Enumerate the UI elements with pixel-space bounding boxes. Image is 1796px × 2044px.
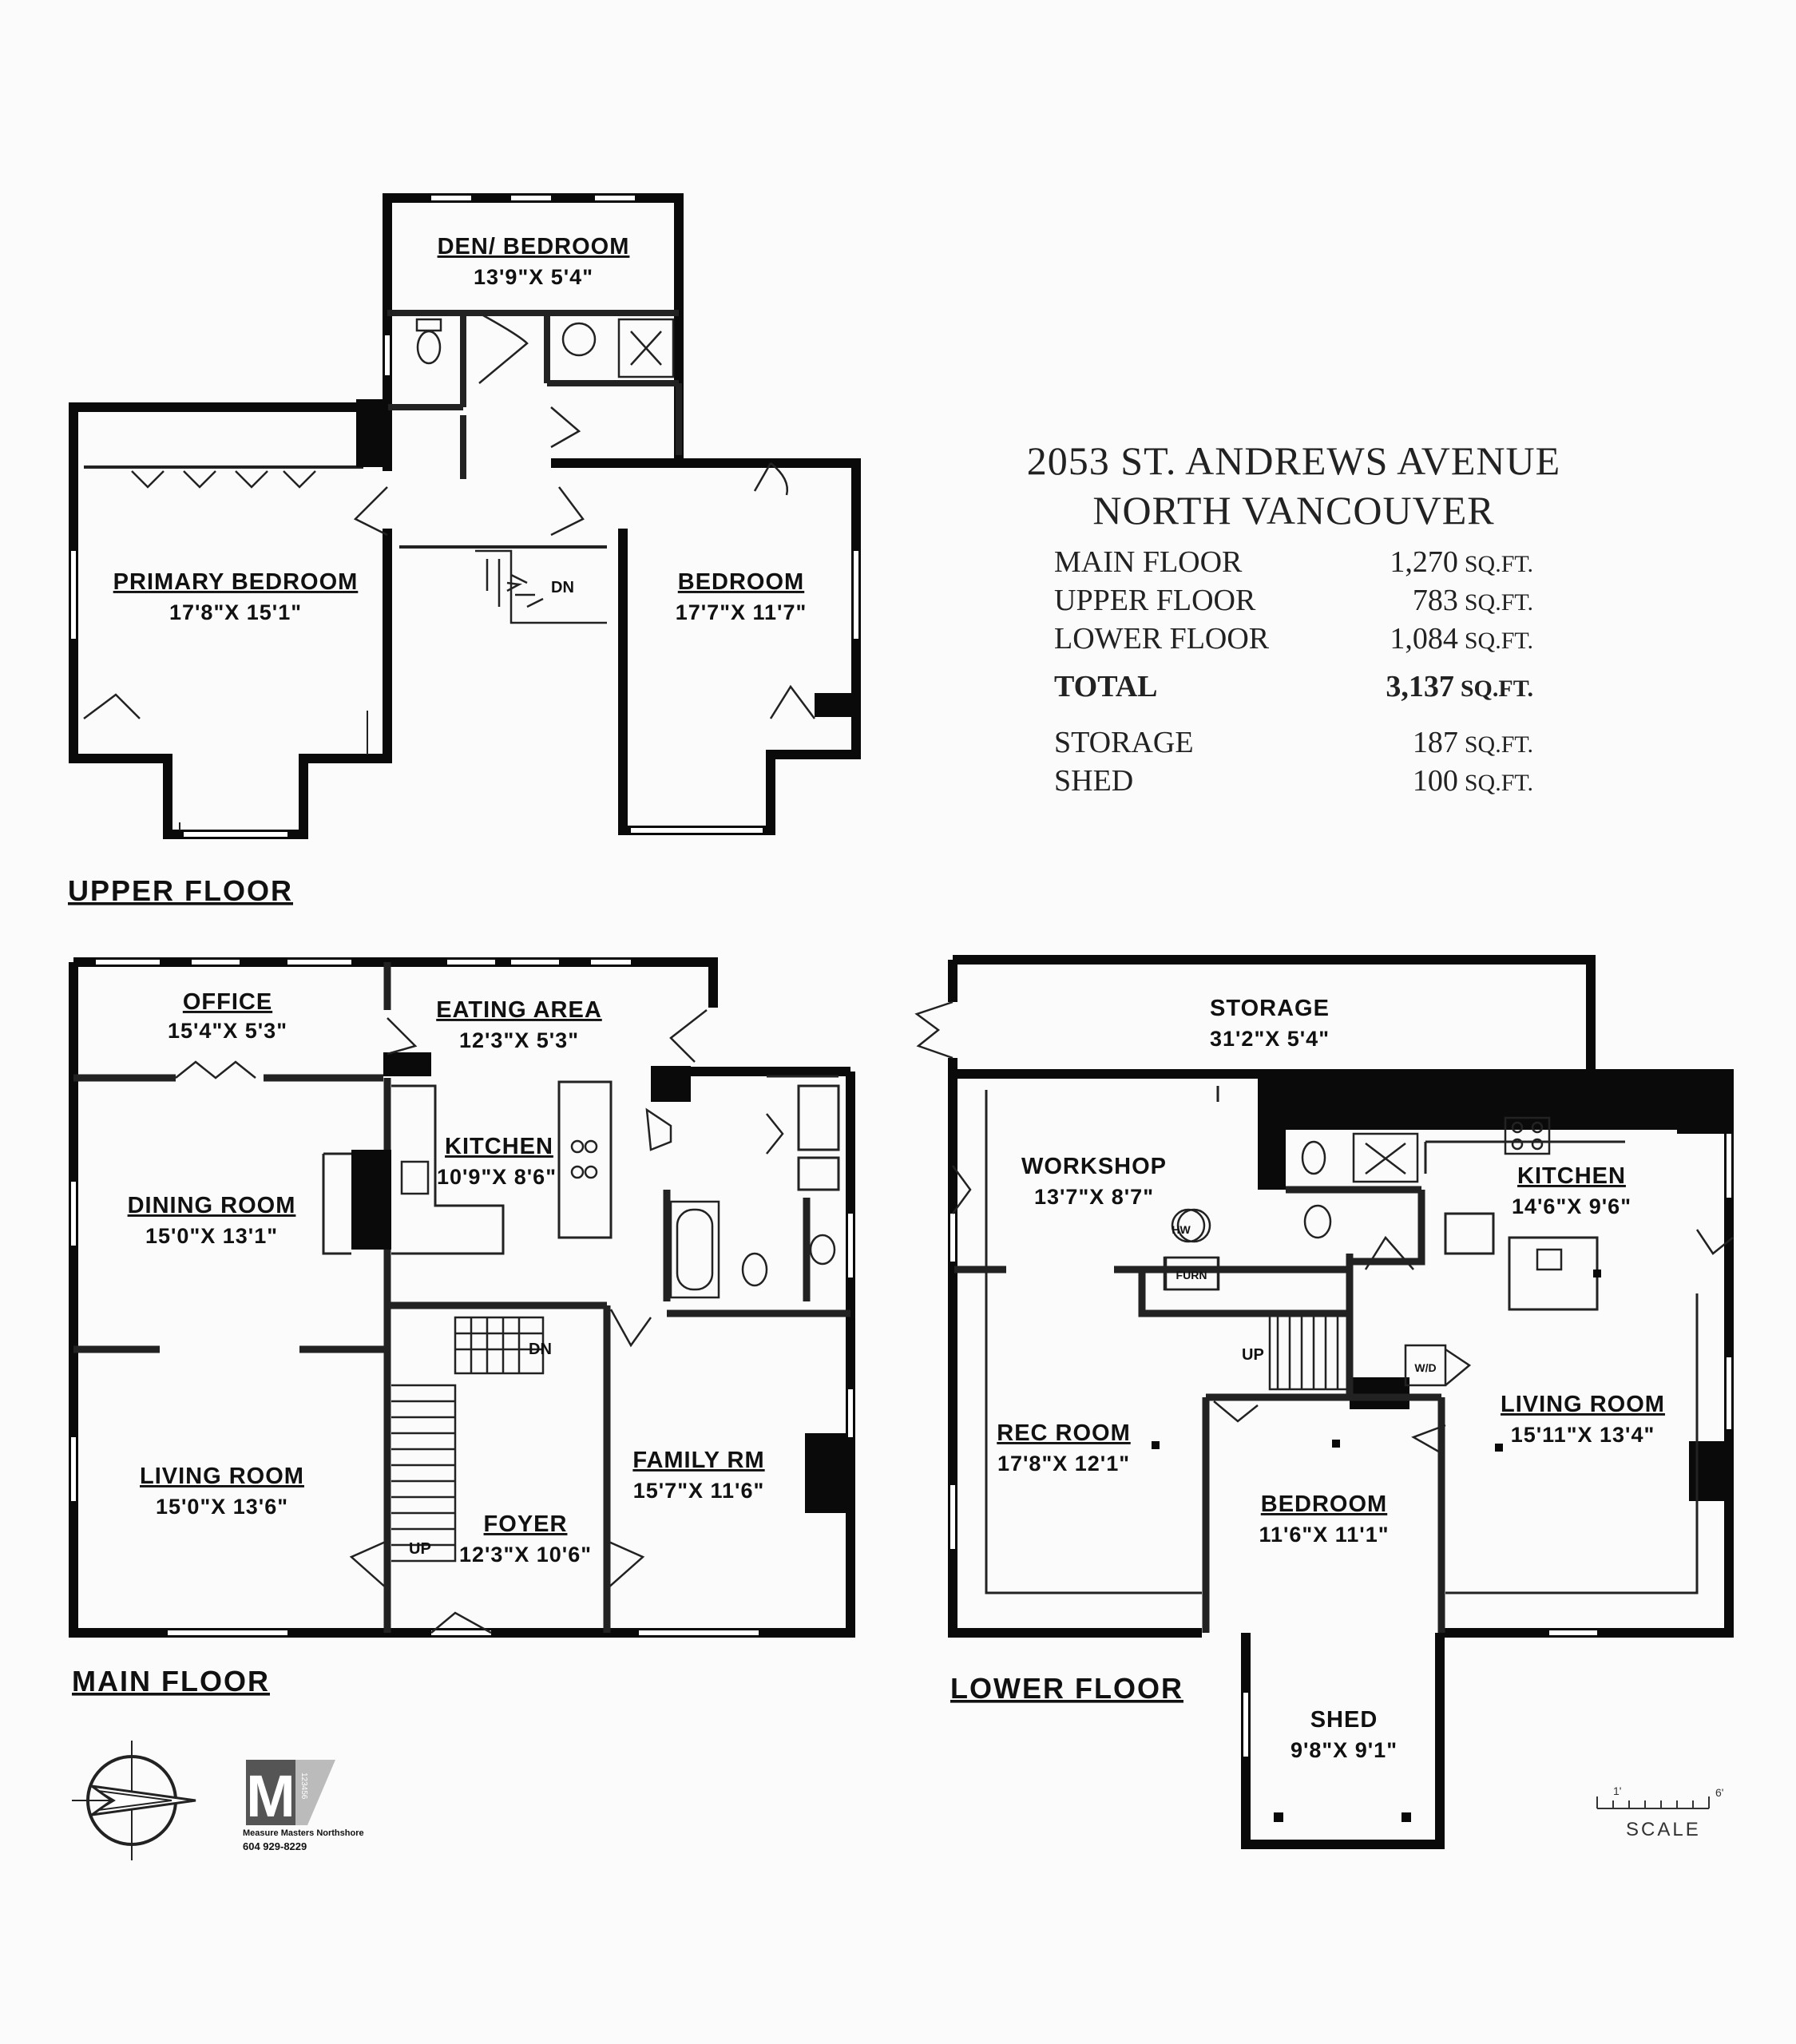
lower-living-room-name: LIVING ROOM [1501, 1392, 1665, 1417]
rec-room-dims: 17'8"X 12'1" [997, 1452, 1130, 1476]
logo-phone: 604 929-8229 [243, 1840, 307, 1852]
extra-label: SHED [1054, 764, 1134, 798]
storage-dims: 31'2"X 5'4" [1210, 1027, 1330, 1051]
upper-bedroom-name: BEDROOM [678, 569, 804, 595]
storage-name: STORAGE [1210, 996, 1330, 1021]
main-living-room-name: LIVING ROOM [140, 1464, 304, 1489]
extra-value: 100 [1412, 764, 1458, 798]
foyer-dims: 12'3"X 10'6" [459, 1543, 592, 1567]
scale-bar: 1' 6' [1596, 1785, 1723, 1809]
dining-room-dims: 15'0"X 13'1" [145, 1224, 278, 1248]
extra-value: 187 [1412, 726, 1458, 759]
main-floor-labels: OFFICE 15'4"X 5'3" EATING AREA 12'3"X 5'… [72, 989, 765, 1697]
total-label: TOTAL [1054, 670, 1158, 703]
hw-label: HW [1172, 1223, 1191, 1236]
main-stair-dn: DN [529, 1341, 552, 1358]
rec-room-name: REC ROOM [997, 1420, 1131, 1446]
area-value: 783 [1412, 584, 1458, 617]
foyer-name: FOYER [484, 1511, 568, 1537]
lower-kitchen-dims: 14'6"X 9'6" [1512, 1194, 1631, 1218]
address-line-2: NORTH VANCOUVER [1092, 488, 1495, 533]
lower-bedroom-name: BEDROOM [1261, 1491, 1387, 1517]
scale-label: SCALE [1626, 1819, 1701, 1840]
primary-bedroom-name: PRIMARY BEDROOM [113, 569, 359, 595]
lower-floor-plan [914, 955, 1734, 1849]
wd-label: W/D [1414, 1361, 1436, 1374]
extra-label: STORAGE [1054, 726, 1194, 759]
extra-unit: SQ.FT. [1464, 731, 1533, 758]
area-value: 1,084 [1390, 622, 1458, 656]
total-value: 3,137 [1386, 670, 1454, 703]
den-bedroom-dims: 13'9"X 5'4" [474, 265, 593, 289]
lower-floor-title: LOWER FLOOR [950, 1672, 1183, 1705]
area-value: 1,270 [1390, 545, 1458, 579]
eating-area-dims: 12'3"X 5'3" [459, 1028, 579, 1052]
furn-label: FURN [1176, 1269, 1207, 1281]
lower-floor-labels: STORAGE 31'2"X 5'4" WORKSHOP 13'7"X 8'7"… [950, 996, 1665, 1762]
logo-letter: M [246, 1763, 295, 1828]
shed-dims: 9'8"X 9'1" [1291, 1738, 1398, 1762]
scale-start: 1' [1613, 1785, 1621, 1797]
main-stair-up: UP [409, 1540, 431, 1558]
workshop-name: WORKSHOP [1021, 1154, 1167, 1179]
upper-bedroom-dims: 17'7"X 11'7" [676, 600, 807, 624]
dining-room-name: DINING ROOM [128, 1193, 296, 1218]
area-label: LOWER FLOOR [1054, 622, 1270, 656]
area-unit: SQ.FT. [1464, 589, 1533, 616]
lower-bedroom-dims: 11'6"X 11'1" [1259, 1523, 1389, 1547]
total-unit: SQ.FT. [1460, 675, 1533, 702]
logo-company: Measure Masters Northshore [243, 1828, 364, 1838]
measure-masters-logo: M 123456 [246, 1760, 335, 1828]
workshop-dims: 13'7"X 8'7" [1034, 1185, 1154, 1209]
family-room-dims: 15'7"X 11'6" [633, 1479, 765, 1503]
main-kitchen-name: KITCHEN [445, 1134, 553, 1159]
lower-living-room-dims: 15'11"X 13'4" [1511, 1423, 1655, 1447]
office-name: OFFICE [183, 989, 272, 1015]
eating-area-name: EATING AREA [436, 997, 602, 1023]
scale-end: 6' [1715, 1786, 1723, 1799]
area-unit: SQ.FT. [1464, 628, 1533, 654]
main-living-room-dims: 15'0"X 13'6" [156, 1495, 288, 1519]
upper-floor-plan [69, 193, 861, 839]
area-label: MAIN FLOOR [1054, 545, 1243, 579]
main-kitchen-dims: 10'9"X 8'6" [437, 1165, 557, 1189]
area-unit: SQ.FT. [1464, 551, 1533, 577]
lower-kitchen-name: KITCHEN [1517, 1163, 1626, 1189]
compass-icon [72, 1741, 196, 1860]
upper-stair-dn: DN [551, 579, 574, 596]
upper-floor-labels: DEN/ BEDROOM 13'9"X 5'4" PRIMARY BEDROOM… [68, 234, 807, 907]
primary-bedroom-dims: 17'8"X 15'1" [169, 600, 302, 624]
family-room-name: FAMILY RM [632, 1448, 764, 1473]
area-label: UPPER FLOOR [1054, 584, 1256, 617]
lower-stair-up: UP [1242, 1346, 1264, 1364]
main-floor-title: MAIN FLOOR [72, 1665, 270, 1697]
extra-unit: SQ.FT. [1464, 770, 1533, 796]
logo-digits: 123456 [299, 1773, 308, 1800]
office-dims: 15'4"X 5'3" [168, 1019, 287, 1043]
address-line-1: 2053 ST. ANDREWS AVENUE [1026, 438, 1561, 483]
upper-floor-title: UPPER FLOOR [68, 874, 293, 907]
main-floor-plan [69, 957, 855, 1638]
den-bedroom-name: DEN/ BEDROOM [438, 234, 630, 259]
shed-name: SHED [1310, 1707, 1378, 1733]
